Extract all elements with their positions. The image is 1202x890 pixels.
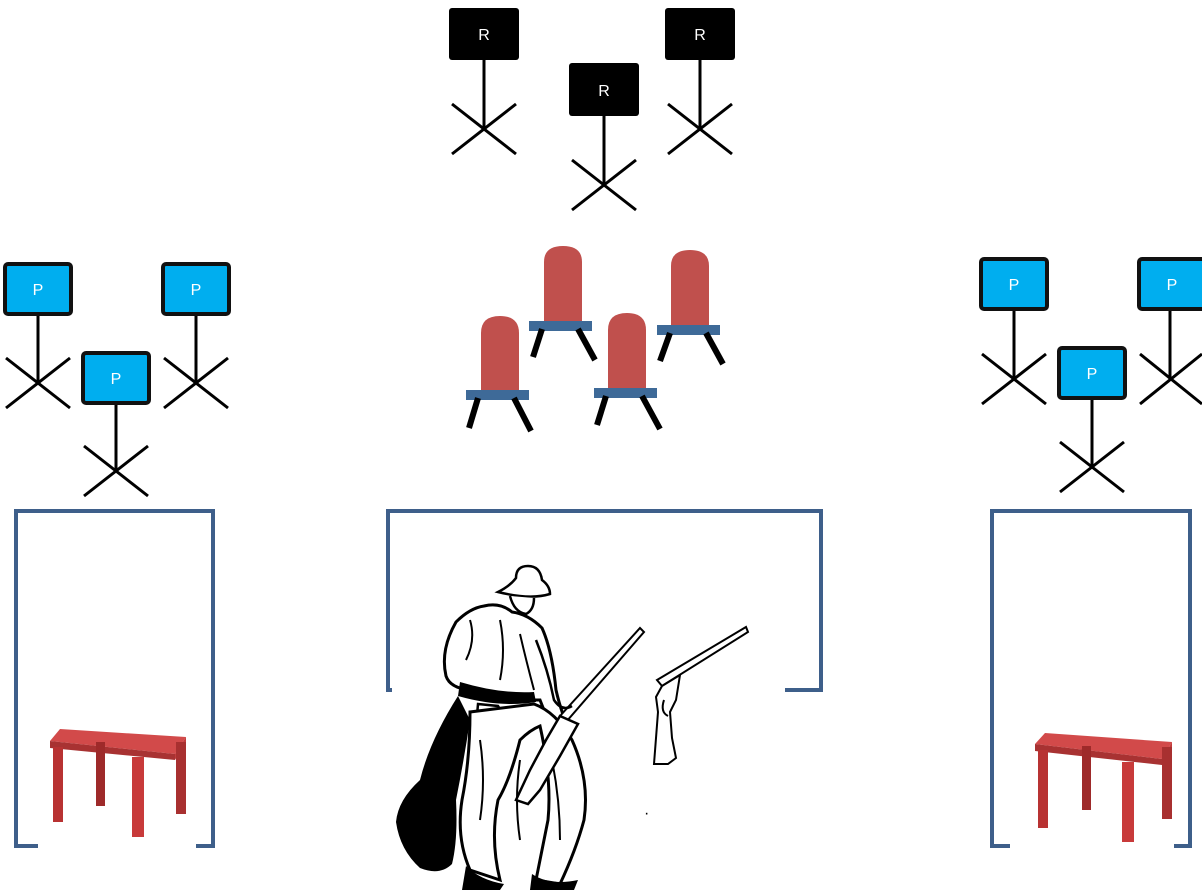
target-stand-leg xyxy=(571,158,637,212)
chair-leg xyxy=(530,328,545,358)
shirt-folds xyxy=(465,619,535,691)
left-barricade xyxy=(14,509,215,848)
table-apron xyxy=(1035,744,1162,765)
chair-leg xyxy=(466,397,481,429)
pistol-target-left-2: P xyxy=(81,351,151,498)
target-stand-leg xyxy=(981,352,1047,406)
chair-target-icon xyxy=(657,250,726,366)
hat xyxy=(494,564,552,598)
rifle-target-plate xyxy=(449,8,519,60)
chair-target-icon xyxy=(594,313,663,431)
table-top xyxy=(1035,733,1172,759)
pistol-target-label: P xyxy=(1009,277,1020,294)
chair-back xyxy=(671,250,709,326)
rifle-target-label: R xyxy=(694,27,706,44)
pistol-target-right-2: P xyxy=(1057,346,1127,494)
head xyxy=(508,595,536,616)
boot xyxy=(530,874,578,890)
chair-leg xyxy=(511,396,534,433)
rifle-stock xyxy=(652,673,682,765)
stray-mark: · xyxy=(644,805,649,822)
table-top xyxy=(50,729,186,754)
table-icon xyxy=(50,729,186,837)
pistol-target-plate xyxy=(81,351,151,405)
rifle-target-2: R xyxy=(569,63,639,212)
pistol-target-label: P xyxy=(191,282,202,299)
pistol-target-label: P xyxy=(1167,277,1178,294)
target-stand-leg xyxy=(667,102,733,156)
rifle-icon xyxy=(652,625,750,765)
table-icon xyxy=(1035,733,1172,842)
cowboy-shooter-icon xyxy=(396,564,646,890)
table-leg xyxy=(1122,762,1134,842)
rifle-target-1: R xyxy=(449,8,519,156)
target-stand-leg xyxy=(5,356,71,410)
pistol-target-plate xyxy=(1137,257,1202,311)
belt xyxy=(458,682,536,704)
table-leg xyxy=(1082,746,1091,810)
rifle-target-3: R xyxy=(665,8,735,156)
chair-leg xyxy=(594,395,609,426)
pistol-target-label: P xyxy=(1087,366,1098,383)
chair-seat xyxy=(594,388,657,398)
chair-leg xyxy=(703,331,726,366)
table-leg xyxy=(176,742,186,814)
torso xyxy=(442,603,573,738)
table-apron xyxy=(50,741,175,760)
pistol-target-plate xyxy=(1057,346,1127,400)
rifle-lever xyxy=(661,699,669,717)
pistol-target-left-1: P xyxy=(3,262,73,410)
pistol-target-left-3: P xyxy=(161,262,231,410)
table-leg xyxy=(96,742,105,806)
chair-seat xyxy=(466,390,529,400)
coat-tail xyxy=(396,696,470,872)
chair-target-icon xyxy=(466,316,534,433)
target-stand-leg xyxy=(451,102,517,156)
rifle-target-label: R xyxy=(598,83,610,100)
rifle-target-label: R xyxy=(478,27,490,44)
target-stand-leg xyxy=(1139,352,1202,406)
pistol-target-right-3: P xyxy=(1137,257,1202,406)
chair-seat xyxy=(529,321,592,331)
table-leg xyxy=(132,757,144,837)
rifle-barrel xyxy=(655,625,750,688)
chair-leg xyxy=(575,327,598,362)
table-leg xyxy=(1038,750,1048,828)
pistol-target-plate xyxy=(3,262,73,316)
pistol-target-plate xyxy=(979,257,1049,311)
table-leg xyxy=(1162,747,1172,819)
arm xyxy=(534,639,573,710)
right-barricade xyxy=(990,509,1192,848)
chair-seat xyxy=(657,325,720,335)
boot xyxy=(462,866,504,890)
pistol-target-right-1: P xyxy=(979,257,1049,406)
pistol-target-label: P xyxy=(33,282,44,299)
target-stand-leg xyxy=(1059,440,1125,494)
table-leg xyxy=(53,747,63,822)
chair-back xyxy=(544,246,582,322)
center-barricade xyxy=(386,509,823,692)
target-stand-leg xyxy=(163,356,229,410)
chair-back xyxy=(481,316,519,392)
target-stand-leg xyxy=(83,444,149,498)
held-rifle-barrel xyxy=(558,626,646,724)
held-rifle-stock xyxy=(514,714,580,806)
rifle-target-plate xyxy=(665,8,735,60)
pistol-target-label: P xyxy=(111,371,122,388)
chair-leg xyxy=(657,331,673,363)
chair-target-icon xyxy=(529,246,598,362)
rifle-target-plate xyxy=(569,63,639,116)
pistol-target-plate xyxy=(161,262,231,316)
chair-back xyxy=(608,313,646,390)
chair-leg xyxy=(639,394,663,431)
